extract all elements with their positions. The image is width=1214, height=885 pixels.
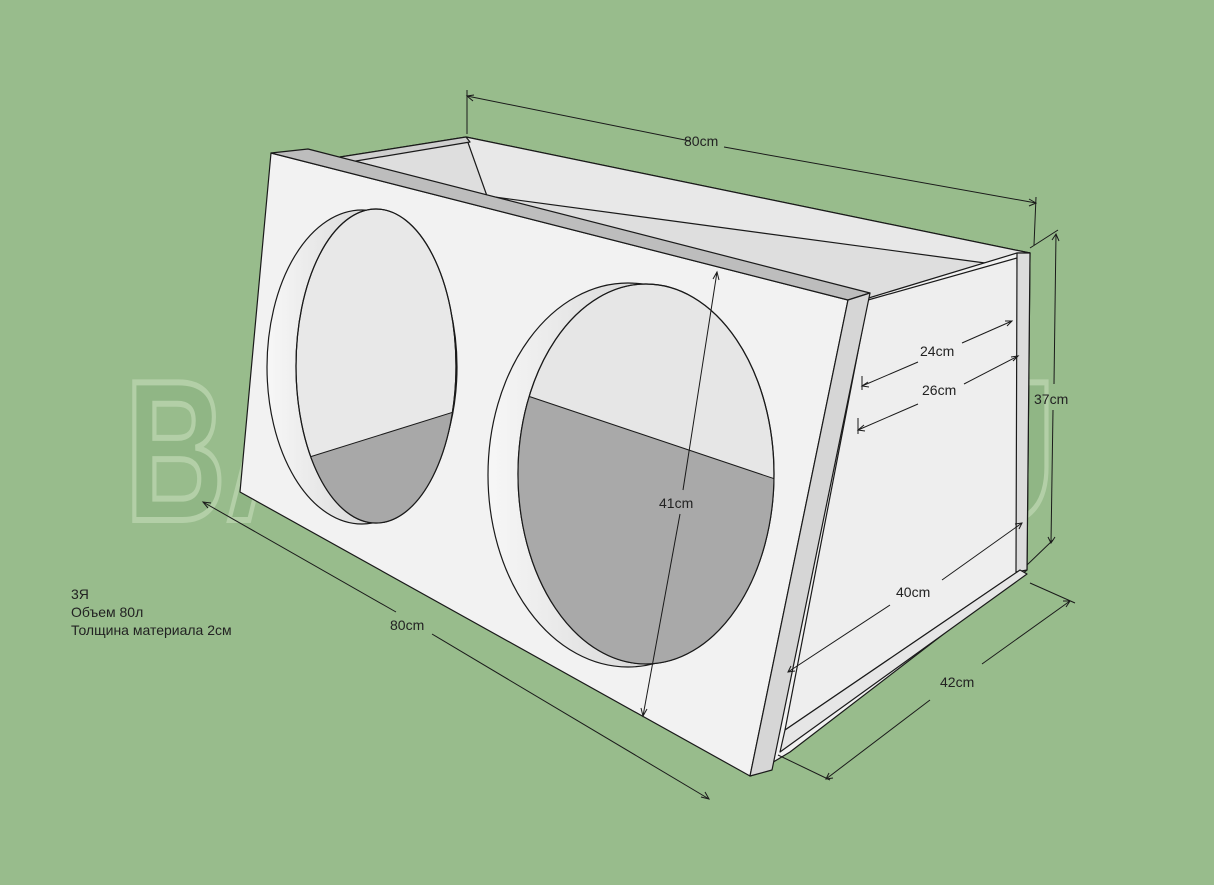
note-volume: Объем 80л [71,604,144,620]
dim-top-length: 80cm [465,90,1038,246]
dim-side-mid-depth-label: 26cm [922,382,956,398]
dim-side-top-depth: 24cm [860,320,1014,390]
dim-front-length-label: 80cm [390,617,424,633]
dim-bottom-depth: 42cm [777,582,1076,781]
dim-front-length: 80cm [201,501,711,800]
dim-height-label: 37cm [1034,391,1068,407]
box-front-side-edge [749,292,871,777]
dim-side-top-depth-label: 24cm [920,343,954,359]
dim-side-bottom-depth-label: 40cm [896,584,930,600]
dim-speaker-diameter: 41cm [640,270,720,718]
dim-side-mid-depth: 26cm [856,355,1020,434]
note-thickness: Толщина материала 2см [71,622,232,638]
speaker-hole-2-shadow [518,389,774,664]
dim-bottom-depth-label: 42cm [940,674,974,690]
box-back-edge [1015,252,1031,573]
box-bottom-strip [779,569,1028,753]
dim-side-bottom-depth: 40cm [787,522,1023,673]
dim-height: 37cm [1026,229,1068,566]
note-model: 3Я [71,586,89,602]
notes-block: 3Я Объем 80л Толщина материала 2см [71,585,232,639]
dim-top-length-label: 80cm [684,133,718,149]
dim-speaker-diameter-label: 41cm [659,495,693,511]
